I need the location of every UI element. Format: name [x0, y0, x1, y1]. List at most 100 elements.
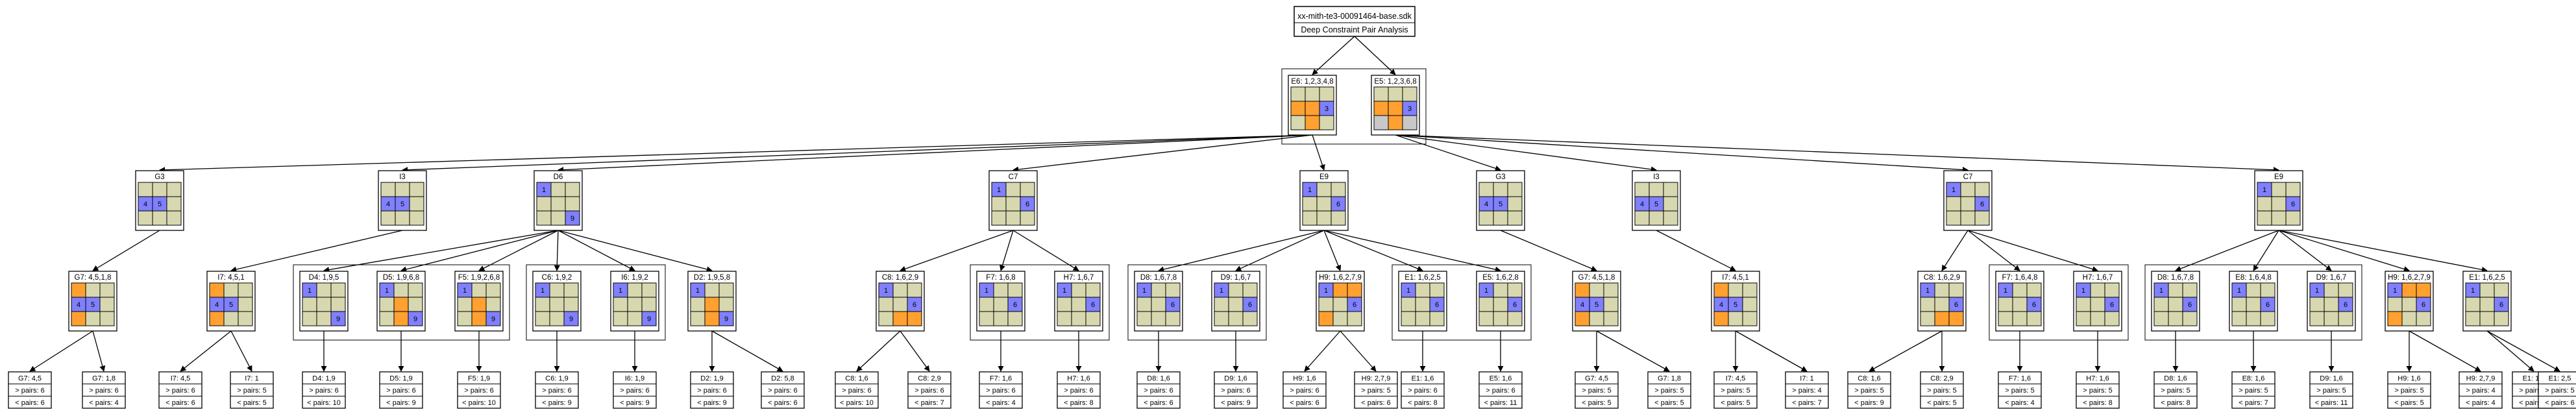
pair-stat: > pairs: 6: [620, 387, 650, 395]
tree-node-c22[interactable]: G7: 1,8> pairs: 5< pairs: 5: [1647, 371, 1691, 409]
tree-node-c32[interactable]: H9: 1,6> pairs: 5< pairs: 5: [2387, 371, 2431, 409]
grid-digit: 1: [2471, 287, 2475, 295]
tree-node-c7[interactable]: C6: 1,9> pairs: 6< pairs: 9: [535, 371, 579, 409]
node-label: I6: 1,9,2: [621, 274, 648, 282]
tree-node-r0[interactable]: E6: 1,2,3,4,83: [1288, 75, 1337, 136]
tree-node-c1[interactable]: G7: 1,8> pairs: 6< pairs: 4: [82, 371, 126, 409]
tree-node-b21[interactable]: D8: 1,6,7,816: [2151, 271, 2200, 332]
node-label: H7: 1,6: [2086, 375, 2109, 383]
tree-node-c3[interactable]: I7: 1> pairs: 5< pairs: 5: [230, 371, 274, 409]
grid-digit: 4: [1640, 201, 1644, 208]
tree-node-c8[interactable]: I6: 1,9> pairs: 6< pairs: 9: [613, 371, 657, 409]
node-label: G7: 4,5,1,8: [75, 274, 112, 282]
tree-node-b25[interactable]: E1: 1,6,2,516: [2462, 271, 2512, 332]
grid-digit: 6: [1013, 301, 1017, 309]
tree-node-c30[interactable]: E8: 1,6> pairs: 5< pairs: 7: [2231, 371, 2275, 409]
pair-stat: < pairs: 4: [2005, 399, 2035, 407]
tree-node-b5[interactable]: C6: 1,9,219: [532, 271, 582, 332]
tree-node-c4[interactable]: D4: 1,9> pairs: 6< pairs: 10: [302, 371, 346, 409]
tree-node-c17[interactable]: H9: 1,6> pairs: 6< pairs: 6: [1282, 371, 1327, 409]
tree-node-c5[interactable]: D5: 1,9> pairs: 6< pairs: 9: [379, 371, 423, 409]
tree-node-b22[interactable]: E8: 1,6,4,816: [2229, 271, 2278, 332]
tree-node-c27[interactable]: F7: 1,6> pairs: 5< pairs: 4: [1998, 371, 2042, 409]
tree-node-b23[interactable]: D9: 1,6,716: [2307, 271, 2356, 332]
tree-node-c16[interactable]: D9: 1,6> pairs: 6< pairs: 9: [1214, 371, 1258, 409]
tree-node-c15[interactable]: D8: 1,6> pairs: 6< pairs: 6: [1136, 371, 1181, 409]
edge-a8-b23: [2278, 230, 2332, 271]
tree-node-c33[interactable]: H9: 2,7,9> pairs: 4< pairs: 4: [2459, 371, 2503, 409]
tree-node-b20[interactable]: H7: 1,6,716: [2073, 271, 2122, 332]
tree-node-b2[interactable]: D4: 1,9,519: [299, 271, 349, 332]
tree-node-b3[interactable]: D5: 1,9,6,819: [376, 271, 426, 332]
tree-node-b13[interactable]: H9: 1,6,2,7,916: [1316, 271, 1365, 332]
grid-cell: [2090, 282, 2105, 298]
tree-node-c0[interactable]: G7: 4,5> pairs: 6< pairs: 6: [8, 371, 52, 409]
tree-node-b4[interactable]: F5: 1,9,2,6,819: [454, 271, 504, 332]
tree-node-b8[interactable]: C8: 1,6,2,916: [876, 271, 925, 332]
tree-node-c26[interactable]: C8: 2,9> pairs: 5< pairs: 5: [1920, 371, 1964, 409]
tree-node-c35[interactable]: E1: 2,5> pairs: 5< pairs: 6: [2538, 371, 2576, 409]
edge-a7-b19: [1967, 230, 2020, 271]
tree-node-c29[interactable]: D8: 1,6> pairs: 5< pairs: 8: [2153, 371, 2198, 409]
tree-node-c20[interactable]: E5: 1,6> pairs: 6< pairs: 11: [1478, 371, 1523, 409]
tree-node-c10[interactable]: D2: 5,8> pairs: 6< pairs: 6: [761, 371, 805, 409]
tree-node-b19[interactable]: F7: 1,6,4,816: [1995, 271, 2044, 332]
tree-node-c13[interactable]: F7: 1,6> pairs: 6< pairs: 4: [979, 371, 1023, 409]
tree-node-b12[interactable]: D9: 1,6,716: [1211, 271, 1260, 332]
tree-node-c21[interactable]: G7: 4,5> pairs: 5< pairs: 5: [1575, 371, 1619, 409]
tree-node-c9[interactable]: D2: 1,9> pairs: 6< pairs: 9: [690, 371, 734, 409]
grid-cell: [2168, 282, 2183, 298]
tree-node-c2[interactable]: I7: 4,5> pairs: 6< pairs: 6: [158, 371, 202, 409]
tree-node-c25[interactable]: C8: 1,6> pairs: 5< pairs: 9: [1847, 371, 1891, 409]
grid-cell: [1663, 196, 1678, 212]
tree-node-c14[interactable]: H7: 1,6> pairs: 6< pairs: 8: [1057, 371, 1101, 409]
tree-node-c23[interactable]: I7: 4,5> pairs: 5< pairs: 5: [1713, 371, 1758, 409]
pair-stat: > pairs: 6: [89, 387, 119, 395]
tree-node-c11[interactable]: C8: 1,6> pairs: 6< pairs: 10: [835, 371, 879, 409]
tree-node-b24[interactable]: H9: 1,6,2,7,916: [2385, 271, 2434, 332]
tree-node-c28[interactable]: H7: 1,6> pairs: 5< pairs: 8: [2076, 371, 2120, 409]
tree-node-b6[interactable]: I6: 1,9,219: [610, 271, 659, 332]
pair-stat: < pairs: 9: [697, 399, 727, 407]
tree-node-b14[interactable]: E1: 1,6,2,516: [1398, 271, 1447, 332]
title-node[interactable]: xx-mith-te3-00091464-base.sdk Deep Const…: [1294, 6, 1416, 37]
grid-digit: 6: [2266, 301, 2270, 309]
node-box: [302, 371, 346, 409]
tree-node-b9[interactable]: F7: 1,6,816: [976, 271, 1025, 332]
grid-cell: [1742, 297, 1758, 312]
tree-node-c19[interactable]: E1: 1,6> pairs: 6< pairs: 8: [1401, 371, 1445, 409]
tree-node-c24[interactable]: I7: 1> pairs: 4< pairs: 7: [1785, 371, 1829, 409]
grid-cell: [166, 210, 182, 226]
tree-node-b18[interactable]: C8: 1,6,2,916: [1917, 271, 1967, 332]
grid-cell: [718, 311, 734, 326]
grid-cell: [2231, 297, 2247, 312]
tree-node-b10[interactable]: H7: 1,6,716: [1054, 271, 1103, 332]
tree-node-c12[interactable]: C8: 2,9> pairs: 6< pairs: 7: [907, 371, 951, 409]
tree-node-c31[interactable]: D9: 1,6> pairs: 5< pairs: 11: [2309, 371, 2353, 409]
grid-cell: [1946, 196, 1961, 212]
tree-node-c6[interactable]: F5: 1,9> pairs: 6< pairs: 10: [457, 371, 501, 409]
grid-cell: [1305, 86, 1320, 102]
tree-node-b11[interactable]: D8: 1,6,7,816: [1134, 271, 1183, 332]
grid-cell: [1934, 297, 1950, 312]
tree-node-b15[interactable]: E5: 1,6,2,816: [1476, 271, 1525, 332]
grid-cell: [380, 182, 396, 197]
grid-cell: [704, 311, 720, 326]
tree-node-b7[interactable]: D2: 1,9,5,819: [687, 271, 737, 332]
tree-node-c18[interactable]: H9: 2,7,9> pairs: 5< pairs: 6: [1354, 371, 1398, 409]
grid-cell: [1305, 101, 1320, 116]
tree-node-r1[interactable]: E5: 1,2,3,6,83: [1371, 75, 1420, 136]
